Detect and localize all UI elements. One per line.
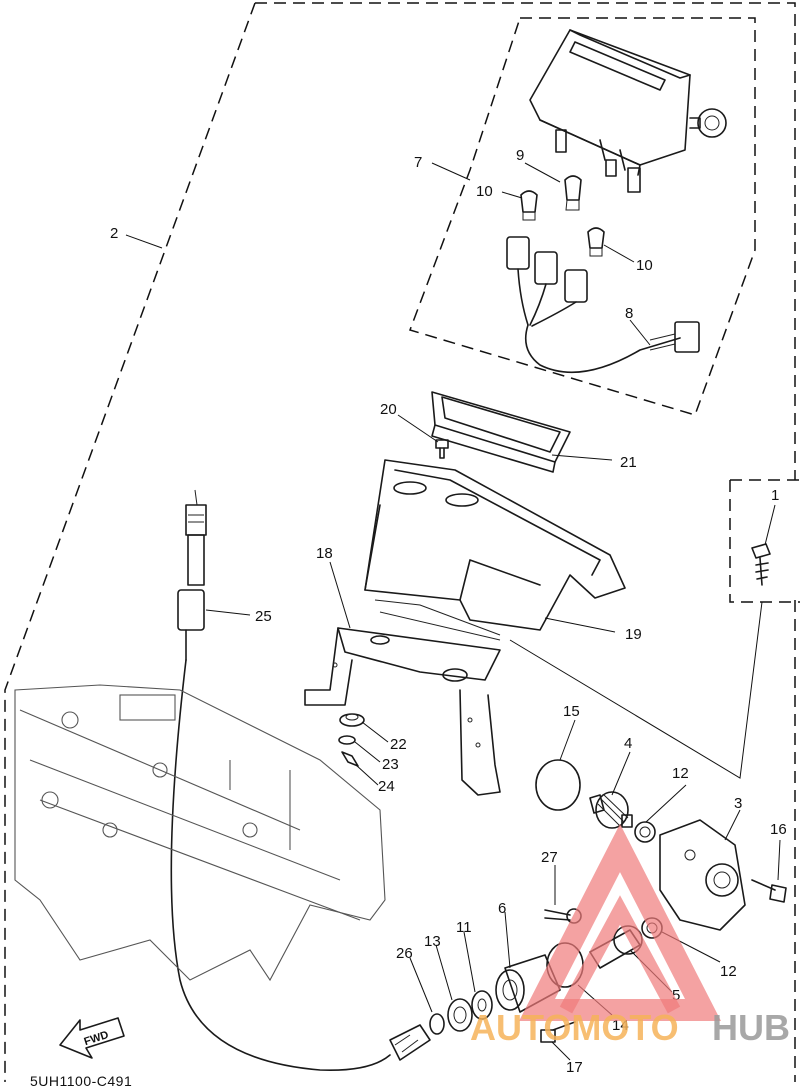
callout-10-right: 10 xyxy=(636,257,653,274)
grommet-22 xyxy=(339,713,365,727)
bulb-9 xyxy=(564,175,582,211)
callout-21: 21 xyxy=(620,454,637,471)
callout-12-top: 12 xyxy=(672,765,689,782)
callout-9: 9 xyxy=(516,147,524,164)
diagram-code: 5UH1100-C491 xyxy=(30,1073,132,1089)
o-ring-26 xyxy=(429,1013,445,1035)
callout-24: 24 xyxy=(378,778,395,795)
meter-assembly xyxy=(529,29,727,193)
callout-4: 4 xyxy=(624,735,632,752)
callout-8: 8 xyxy=(625,305,633,322)
gear-housing-3 xyxy=(659,819,746,931)
frame-outline xyxy=(14,684,386,982)
callout-3: 3 xyxy=(734,795,742,812)
watermark-logo: AUTOMOTO HUB xyxy=(470,823,790,1048)
callout-10-top: 10 xyxy=(476,183,493,200)
washer-11 xyxy=(471,990,493,1020)
callout-26: 26 xyxy=(396,945,413,962)
watermark-text-auto: AUTOMOTO xyxy=(470,1007,679,1048)
callout-25: 25 xyxy=(255,608,272,625)
callout-2: 2 xyxy=(110,225,118,242)
callout-23: 23 xyxy=(382,756,399,773)
callout-18: 18 xyxy=(316,545,333,562)
callout-1: 1 xyxy=(771,487,779,504)
group-7-outline xyxy=(409,17,756,416)
meter-housing-19 xyxy=(364,459,626,641)
collar-23 xyxy=(338,735,356,745)
callout-11: 11 xyxy=(456,919,472,936)
callout-22: 22 xyxy=(390,736,407,753)
drive-housing-6 xyxy=(495,954,561,1013)
callout-17: 17 xyxy=(566,1059,583,1076)
o-ring-15 xyxy=(535,759,581,811)
bolt-1 xyxy=(751,543,771,586)
callout-6: 6 xyxy=(498,900,506,917)
gear-4 xyxy=(589,791,633,829)
callout-13: 13 xyxy=(424,933,441,950)
fwd-arrow-icon: FWD xyxy=(59,1017,125,1059)
bolt-16 xyxy=(751,879,787,903)
watermark-triangle-icon xyxy=(519,823,721,1021)
nut-24 xyxy=(341,751,359,767)
bushing-12-top xyxy=(634,821,656,843)
callout-12-bottom: 12 xyxy=(720,963,737,980)
callout-15: 15 xyxy=(563,703,580,720)
callout-14: 14 xyxy=(612,1017,629,1034)
callout-5: 5 xyxy=(672,987,680,1004)
group-1-outline xyxy=(729,479,800,603)
bulb-socket-harness xyxy=(506,236,700,374)
callout-labels: 2 7 9 10 10 8 20 21 1 18 19 25 22 23 24 … xyxy=(110,147,787,1076)
group-2-outline xyxy=(4,2,796,1082)
leader-lines xyxy=(125,162,781,1061)
meter-case-21 xyxy=(431,391,571,473)
meter-bracket-18 xyxy=(304,627,501,796)
callout-16: 16 xyxy=(770,821,787,838)
callout-20: 20 xyxy=(380,401,397,418)
bulb-10-left xyxy=(520,190,538,221)
seal-13 xyxy=(447,998,473,1032)
bulb-10-right xyxy=(587,227,605,257)
callout-19: 19 xyxy=(625,626,642,643)
screw-20 xyxy=(435,439,449,459)
watermark-text-hub: HUB xyxy=(712,1007,790,1048)
bolt-17 xyxy=(540,1021,576,1043)
speedometer-cable-25 xyxy=(170,489,431,1072)
callout-7: 7 xyxy=(414,154,422,171)
callout-27: 27 xyxy=(541,849,558,866)
